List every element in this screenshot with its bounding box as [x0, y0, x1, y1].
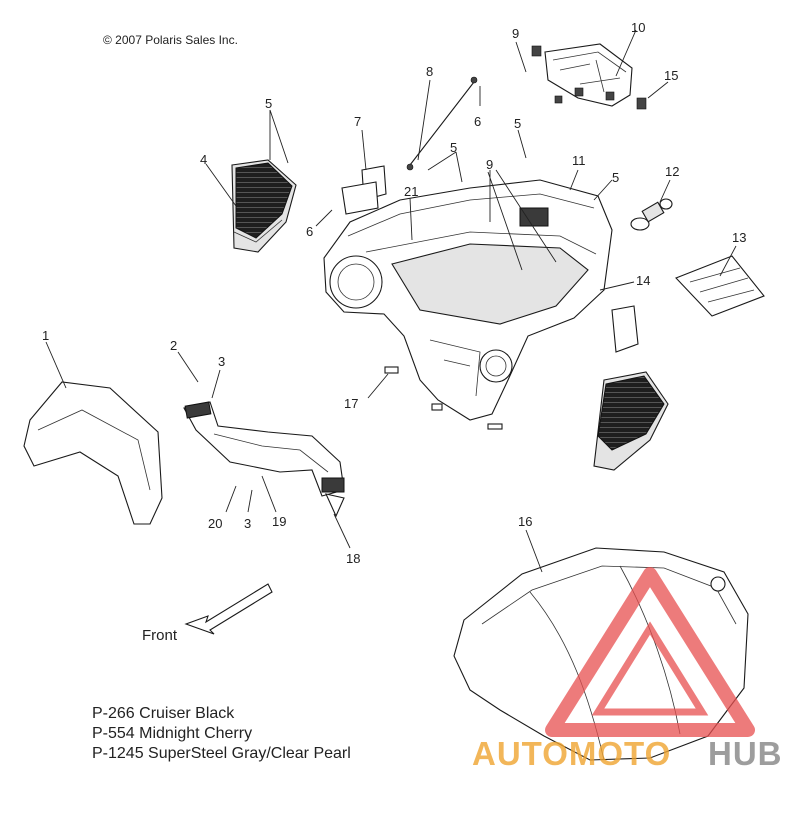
callout-4: 4 [200, 152, 208, 167]
callout-5-b: 5 [450, 140, 458, 155]
callout-5-d: 5 [612, 170, 620, 185]
leader-lines [45, 29, 737, 573]
callout-17: 17 [344, 396, 359, 411]
copyright-notice: © 2007 Polaris Sales Inc. [103, 33, 238, 47]
mount-bracket-upper [341, 165, 387, 215]
callout-7: 7 [354, 114, 362, 129]
paint-code-2: P-554 Midnight Cherry [92, 725, 253, 742]
watermark-logo [545, 567, 755, 737]
callout-2: 2 [170, 338, 178, 353]
callout-9: 9 [512, 26, 520, 41]
latch-bracket [531, 43, 647, 110]
callout-19: 19 [272, 514, 287, 529]
callout-8: 8 [426, 64, 434, 79]
callout-3: 3 [218, 354, 226, 369]
callout-5-c: 5 [514, 116, 522, 131]
callout-11: 11 [572, 153, 586, 168]
callout-6: 6 [306, 224, 314, 239]
lid-liner [23, 381, 163, 525]
trunk-mat [675, 255, 765, 317]
support-cable [406, 76, 478, 171]
callout-13: 13 [732, 230, 747, 245]
callout-5: 5 [265, 96, 273, 111]
callout-20: 20 [208, 516, 223, 531]
callout-21: 21 [404, 184, 419, 199]
callout-6-b: 6 [474, 114, 482, 129]
front-arrow [184, 583, 273, 635]
speaker-grille-left [231, 159, 297, 253]
lid-brace [183, 401, 345, 518]
callout-16: 16 [518, 514, 533, 529]
callout-14: 14 [636, 273, 651, 288]
callout-10: 10 [631, 20, 646, 35]
callout-15: 15 [664, 68, 679, 83]
front-direction-label: Front [142, 627, 178, 644]
callout-3-b: 3 [244, 516, 252, 531]
callout-1: 1 [42, 328, 50, 343]
callout-12: 12 [665, 164, 680, 179]
trunk-tub [323, 179, 613, 421]
watermark-text-right: HUB [708, 735, 783, 772]
lock-cylinder [630, 198, 673, 231]
watermark-text-left: AUTOMOTO [472, 735, 672, 772]
paint-code-3: P-1245 SuperSteel Gray/Clear Pearl [92, 745, 351, 762]
callout-18: 18 [346, 551, 361, 566]
speaker-grille-right [593, 305, 669, 471]
callout-9-b: 9 [486, 157, 494, 172]
paint-code-1: P-266 Cruiser Black [92, 705, 235, 722]
decal-pads [384, 366, 503, 430]
